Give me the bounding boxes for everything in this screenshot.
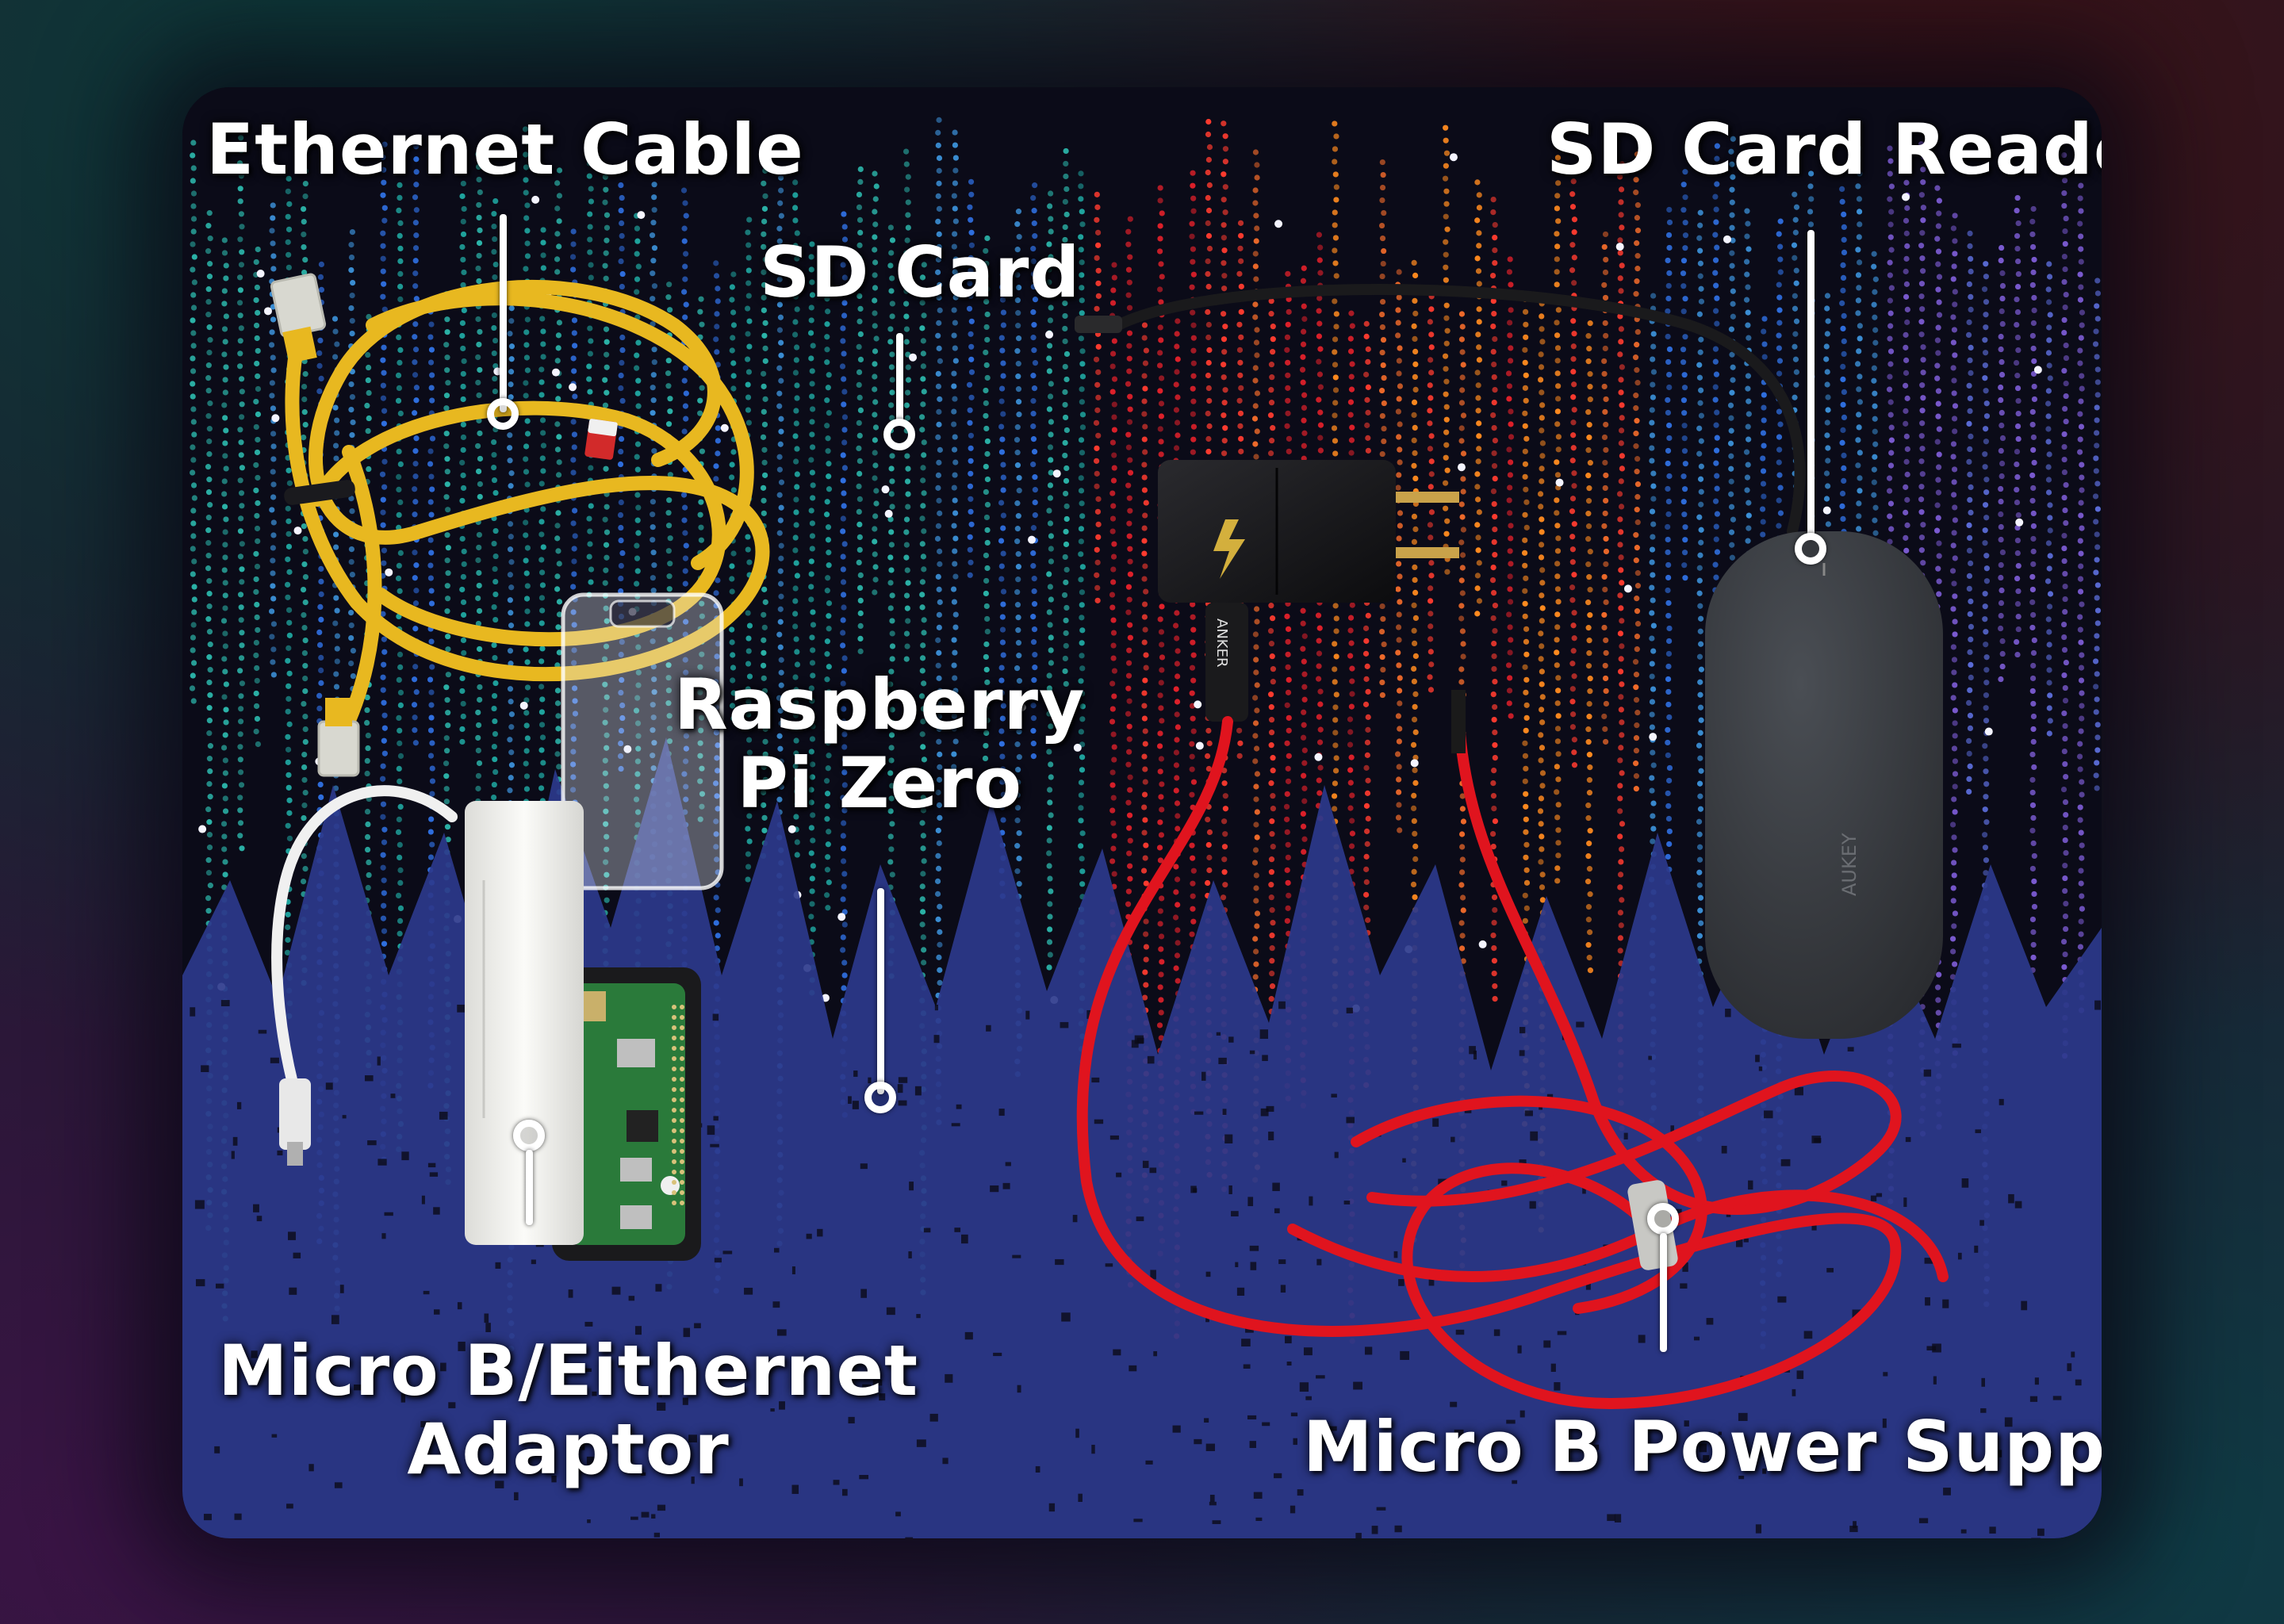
- micro-b-plug-power: [1451, 690, 1466, 753]
- label-sd-card: SD Card: [760, 232, 1081, 313]
- pointer-dot-ethernet: [487, 398, 519, 430]
- pointer-line-sd-reader: [1807, 230, 1815, 539]
- adaptor-cable: [271, 785, 458, 1092]
- micro-b-plug: [279, 1078, 311, 1150]
- pointer-dot-power-supply: [1647, 1203, 1679, 1235]
- ethernet-cable: [285, 280, 770, 745]
- label-raspberry-pi-zero: Raspberry Pi Zero: [674, 664, 1086, 824]
- mat-pattern-forest: [182, 737, 2102, 1538]
- raspberry-logo-icon: [661, 1176, 680, 1195]
- pointer-dot-adaptor: [513, 1120, 545, 1151]
- charger: [1158, 460, 1459, 603]
- pointer-line-power-supply: [1660, 1233, 1667, 1352]
- aukey-brand-text: AUKEY: [1838, 833, 1861, 896]
- pointer-dot-sd-reader: [1795, 533, 1826, 565]
- pi-gpio-header: [672, 1005, 684, 1205]
- pointer-line-ethernet: [500, 214, 507, 412]
- anker-plug: [1205, 603, 1248, 722]
- pointer-dot-raspberry-pi: [864, 1082, 896, 1113]
- clear-case-lid: [561, 592, 724, 891]
- cable-tie: [284, 480, 355, 505]
- micro-b-power-cable: [1076, 716, 1949, 1410]
- pointer-dot-sd-card: [883, 419, 915, 450]
- sd-card: [584, 419, 618, 460]
- adaptor-body: [465, 801, 584, 1245]
- label-sd-card-reader: SD Card Reader: [1546, 109, 2102, 190]
- pointer-line-sd-card: [896, 333, 903, 424]
- ethernet-connector-bottom: [317, 698, 360, 777]
- reader-cable: [1113, 284, 1806, 537]
- label-adaptor: Micro B/Eithernet Adaptor: [218, 1330, 919, 1490]
- ethernet-connector-top: [270, 273, 327, 364]
- label-ethernet-cable: Ethernet Cable: [206, 109, 804, 190]
- photo-frame: ANKER AUKEY Ethernet Cable SD Card SD Ca…: [182, 87, 2102, 1538]
- anker-brand-text: ANKER: [1213, 619, 1230, 667]
- pointer-line-adaptor: [526, 1150, 533, 1225]
- label-power-supply: Micro B Power Supply: [1303, 1406, 2102, 1488]
- sd-card-reader-body: [1705, 531, 1943, 1039]
- photo-scene: ANKER AUKEY: [182, 87, 2102, 1538]
- pointer-line-raspberry-pi: [877, 888, 884, 1094]
